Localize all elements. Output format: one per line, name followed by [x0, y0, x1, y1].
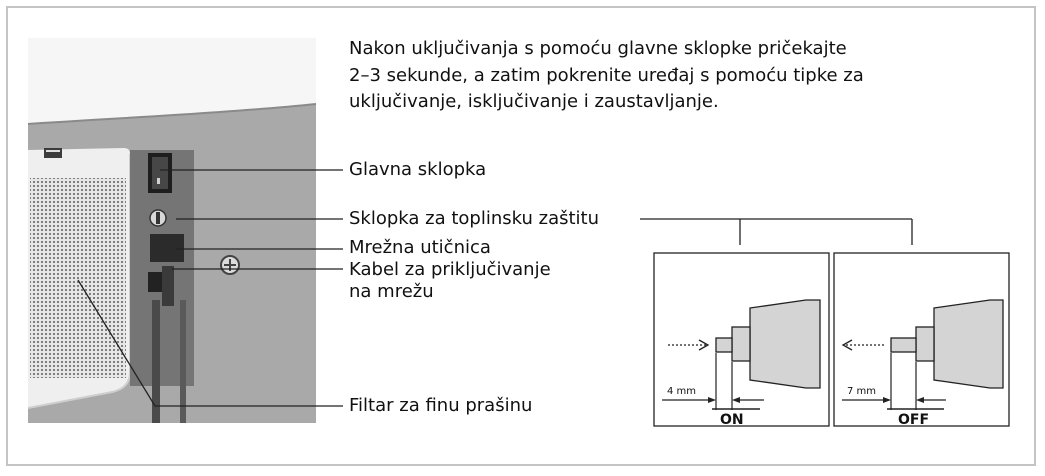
callout-thermal-bracket [640, 218, 913, 245]
cable-label-line: na mrežu [349, 281, 434, 302]
thermal-switch-label: Sklopka za toplinsku zaštitu [349, 208, 600, 229]
socket-label: Mrežna utičnica [349, 237, 491, 258]
off-distance-label: 7 mm [847, 386, 876, 397]
intro-line: uključivanje, isključivanje i zaustavlja… [349, 91, 719, 112]
cable-label: Kabel za priključivanje na mrežu [349, 259, 551, 303]
callout-lines [77, 169, 913, 407]
main-switch-label: Glavna sklopka [349, 159, 487, 180]
filter-label: Filtar za finu prašinu [349, 395, 533, 416]
intro-line: 2–3 sekunde, a zatim pokrenite uređaj s … [349, 64, 864, 86]
cable-label-line: Kabel za priključivanje [349, 259, 551, 280]
device-photo [27, 38, 317, 423]
off-state-diagram [833, 252, 1010, 427]
callout-filter-line [77, 279, 343, 407]
intro-paragraph: Nakon uključivanja s pomoću glavne sklop… [349, 36, 864, 116]
intro-line: Nakon uključivanja s pomoću glavne sklop… [349, 38, 847, 59]
on-state-label: ON [720, 412, 744, 428]
off-state-label: OFF [898, 412, 929, 428]
on-distance-label: 4 mm [667, 386, 696, 397]
on-state-diagram [653, 252, 830, 427]
